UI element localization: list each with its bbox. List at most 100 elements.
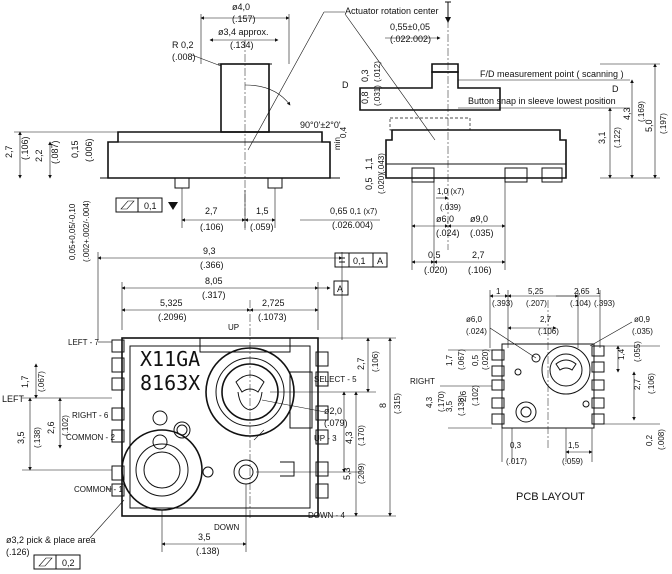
pad	[541, 167, 563, 183]
pcb-via	[531, 353, 541, 363]
pcb-b15: 1,5	[568, 441, 580, 450]
dim-pitch-tol: 0,1 (x7)	[350, 207, 377, 216]
dim-r43: 4,3	[344, 431, 354, 444]
dim-v43: 4,3	[622, 107, 632, 120]
pin-common-2: COMMON - 2	[66, 433, 115, 442]
marking-line-1: X11GA	[140, 347, 200, 371]
marker-bracket	[280, 461, 295, 477]
pcb-r02-in: (.008)	[657, 429, 666, 450]
dim-v17-in: (.067)	[37, 371, 46, 392]
dim-dia9-in: (.035)	[470, 228, 494, 238]
rotation-center-label: Actuator rotation center	[345, 6, 439, 16]
dim-v08-in: (.031)	[373, 85, 382, 106]
pcb-l35: 3,5	[445, 400, 454, 412]
pin-down-4: DOWN - 4	[308, 511, 345, 520]
pcb-t1-in: (.393)	[492, 299, 513, 308]
dim-v50: 5,0	[644, 119, 654, 132]
dim-dia2-in: (.079)	[324, 418, 348, 428]
dim-v35-in: (.138)	[33, 427, 42, 448]
pcb-t525-in: (.207)	[526, 299, 547, 308]
dim-v03-in: (.012)	[373, 61, 382, 82]
dim-055-in: (.022.002)	[390, 34, 431, 44]
dim-min: min	[333, 137, 342, 150]
hole	[202, 466, 214, 478]
pcb-pad	[591, 345, 605, 357]
dim-b05: 0,5	[428, 250, 441, 260]
terminal-common-1	[111, 483, 125, 497]
pcb-l43: 4,3	[425, 396, 434, 408]
pcb-t265-in: (.104)	[570, 299, 591, 308]
parallelism-datum: A	[377, 256, 383, 266]
dim-v05: 0,5	[364, 177, 374, 190]
terminal	[315, 351, 329, 367]
terminal	[315, 405, 329, 421]
pin-select-5: SELECT - 5	[314, 375, 357, 384]
flatness-frame-2	[33, 554, 81, 570]
dim-radius: R 0,2	[172, 40, 194, 50]
pcb-l17-in: (.067)	[457, 349, 466, 370]
pad	[504, 167, 528, 183]
actuator-top	[431, 63, 459, 73]
pcb-t27-in: (.106)	[538, 327, 559, 336]
dim-r27-in: (.106)	[371, 351, 380, 372]
dim-v08: 0,8	[360, 91, 370, 104]
dim-r8: 8	[378, 403, 388, 408]
pcb-l05: 0,5	[471, 354, 480, 366]
switch-body-right	[385, 129, 567, 179]
dim-v35: 3,5	[16, 431, 26, 444]
up-notch	[199, 337, 291, 353]
dim-tol-left-in: (.002+.002/-.004)	[82, 200, 91, 262]
dim-w10-in: (.039)	[440, 203, 461, 212]
pcb-t1b: 1	[596, 287, 601, 296]
dim-v31-in: (.122)	[613, 127, 622, 148]
dim-w5325-in: (.2096)	[158, 312, 187, 322]
hole	[152, 410, 168, 426]
pick-place-in: (.126)	[6, 547, 30, 557]
dim-v26-in: (.102)	[61, 415, 70, 436]
dim-h27: 2,7	[4, 145, 14, 158]
pcb-l43-in: (.170)	[437, 391, 446, 412]
pin-up-3: UP - 3	[314, 434, 337, 443]
snap-label: Button snap in sleeve lowest position	[468, 96, 616, 106]
pcb-l17: 1,7	[445, 354, 454, 366]
hole	[233, 459, 259, 485]
pcb-pad	[591, 413, 605, 425]
pcb-r27-in: (.106)	[647, 373, 656, 394]
dim-b05-in: (.020)	[424, 265, 448, 275]
terminal	[111, 377, 125, 391]
dim-v17: 1,7	[20, 375, 30, 388]
label-d-left: D	[342, 80, 349, 90]
pcb-d6-in: (.024)	[466, 327, 487, 336]
pcb-d09-in: (.035)	[632, 327, 653, 336]
pcb-l26-in: (.102)	[471, 385, 480, 406]
dim-w27: 2,7	[205, 206, 218, 216]
dim-v31: 3,1	[597, 131, 607, 144]
pick-place-label: ø3,2 pick & place area	[6, 535, 96, 545]
dim-dia2: ø2,0	[324, 406, 342, 416]
pcb-right-label: RIGHT	[410, 377, 435, 386]
flatness-value: 0,1	[144, 201, 157, 211]
pcb-b03: 0,3	[510, 441, 522, 450]
dim-h22: 2,2	[34, 149, 44, 162]
dim-w15-in: (.059)	[250, 222, 274, 232]
pcb-via	[514, 368, 522, 376]
pcb-pad	[591, 397, 605, 409]
dim-b35-in: (.138)	[196, 546, 220, 556]
pcb-pad	[491, 349, 505, 361]
label-left: LEFT	[2, 394, 25, 404]
terminal-down-4	[315, 483, 329, 499]
pcb-t1b-in: (.393)	[594, 299, 615, 308]
dim-b27: 2,7	[472, 250, 485, 260]
dim-pitch: 0,65	[330, 206, 348, 216]
flatness-icon	[120, 200, 135, 210]
hole	[173, 421, 191, 439]
parallelism-frame	[334, 252, 388, 268]
terminal	[111, 357, 125, 373]
pcb-hole	[515, 401, 537, 423]
pad	[411, 167, 435, 183]
pcb-b03-in: (.017)	[506, 457, 527, 466]
dim-tol-left: 0,05+0,05/-0,10	[68, 203, 77, 260]
dim-r53: 5,3	[342, 467, 352, 480]
pcb-pad	[591, 379, 605, 391]
